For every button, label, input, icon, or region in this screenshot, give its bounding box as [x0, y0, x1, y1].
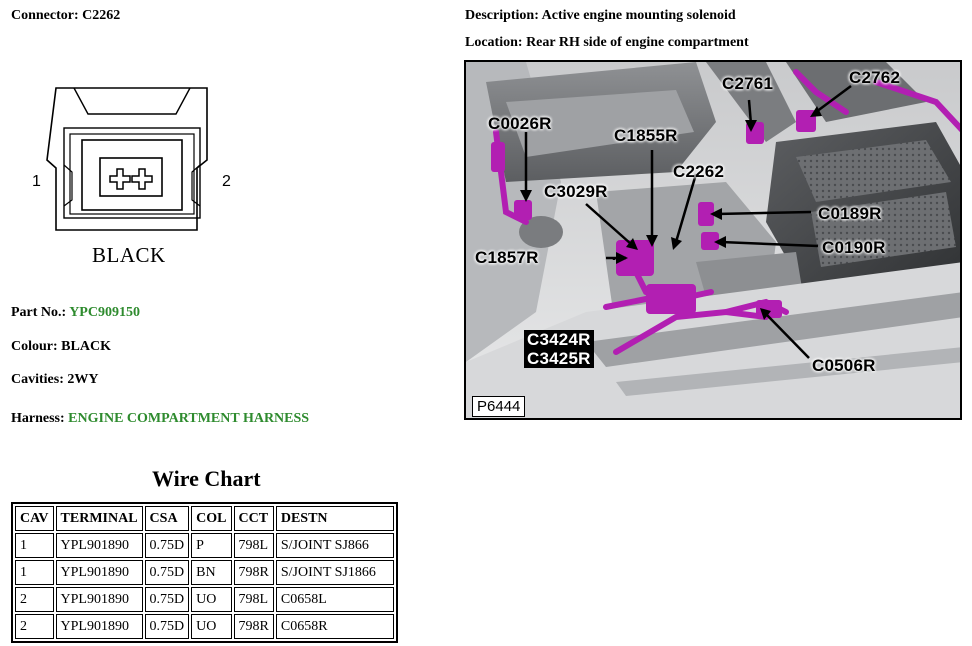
wire-chart-header-row: CAV TERMINAL CSA COL CCT DESTN — [15, 506, 394, 531]
cavities: Cavities: 2WY — [11, 372, 99, 388]
wire-chart-title: Wire Chart — [152, 466, 261, 491]
harness: Harness: ENGINE COMPARTMENT HARNESS — [11, 411, 309, 427]
cell-col: P — [191, 533, 232, 558]
location: Location: Rear RH side of engine compart… — [465, 35, 749, 51]
cavities-value: 2WY — [67, 372, 99, 387]
callout-c0189r: C0189R — [818, 204, 882, 223]
cell-csa: 0.75D — [144, 533, 190, 558]
description-label: Description: — [465, 8, 539, 23]
cell-cct: 798R — [233, 560, 274, 585]
header-csa: CSA — [144, 506, 190, 531]
callout-c2762: C2762 — [849, 68, 901, 87]
table-row: 1 YPL901890 0.75D BN 798R S/JOINT SJ1866 — [15, 560, 394, 585]
colour-label: Colour: — [11, 339, 58, 354]
location-label: Location: — [465, 35, 523, 50]
cell-csa: 0.75D — [144, 614, 190, 639]
cell-terminal: YPL901890 — [55, 614, 143, 639]
connector-face-drawing — [46, 87, 208, 231]
table-row: 2 YPL901890 0.75D UO 798L C0658L — [15, 587, 394, 612]
callout-c2761: C2761 — [722, 74, 774, 93]
header-col: COL — [191, 506, 232, 531]
connector-value: C2262 — [82, 8, 121, 23]
description-value: Active engine mounting solenoid — [541, 8, 736, 23]
cell-cav: 1 — [15, 560, 54, 585]
header-destn: DESTN — [275, 506, 394, 531]
cell-cav: 1 — [15, 533, 54, 558]
harness-link[interactable]: ENGINE COMPARTMENT HARNESS — [68, 411, 310, 426]
cell-destn: C0658R — [275, 614, 394, 639]
cell-col: UO — [191, 614, 232, 639]
photo-reference-label: P6444 — [472, 396, 526, 417]
part-link[interactable]: YPC909150 — [69, 305, 140, 320]
cell-cav: 2 — [15, 614, 54, 639]
location-value: Rear RH side of engine compartment — [526, 35, 749, 50]
header-cav: CAV — [15, 506, 54, 531]
table-row: 1 YPL901890 0.75D P 798L S/JOINT SJ866 — [15, 533, 394, 558]
cell-terminal: YPL901890 — [55, 560, 143, 585]
callout-c1855r: C1855R — [614, 126, 678, 145]
part-number: Part No.: YPC909150 — [11, 305, 140, 321]
callout-c2262: C2262 — [673, 162, 725, 181]
cell-col: BN — [191, 560, 232, 585]
header-terminal: TERMINAL — [55, 506, 143, 531]
callout-c0506r: C0506R — [812, 356, 876, 375]
cavity-2-number: 2 — [222, 173, 231, 190]
wire-chart-table: CAV TERMINAL CSA COL CCT DESTN 1 YPL9018… — [11, 502, 398, 643]
part-label: Part No.: — [11, 305, 67, 320]
location-photo: C2761 C2762 C0026R C1855R C2262 C3029R C… — [464, 60, 962, 420]
cell-cct: 798L — [233, 533, 274, 558]
cell-csa: 0.75D — [144, 587, 190, 612]
connector-label: Connector: — [11, 8, 79, 23]
description: Description: Active engine mounting sole… — [465, 8, 736, 24]
cell-cct: 798R — [233, 614, 274, 639]
callout-c3424r: C3424R — [524, 330, 594, 349]
header-cct: CCT — [233, 506, 274, 531]
cell-col: UO — [191, 587, 232, 612]
cell-csa: 0.75D — [144, 560, 190, 585]
harness-label: Harness: — [11, 411, 65, 426]
callout-c3425r: C3425R — [524, 349, 594, 368]
connector-id: Connector: C2262 — [11, 8, 120, 24]
cell-terminal: YPL901890 — [55, 587, 143, 612]
cell-terminal: YPL901890 — [55, 533, 143, 558]
callout-c0190r: C0190R — [822, 238, 886, 257]
cavity-1-number: 1 — [32, 173, 41, 190]
connector-colour-caption: BLACK — [92, 243, 166, 267]
callout-c1857r: C1857R — [475, 248, 539, 267]
colour-value: BLACK — [61, 339, 111, 354]
engine-bay-illustration — [466, 62, 960, 418]
cell-destn: S/JOINT SJ1866 — [275, 560, 394, 585]
callout-c3029r: C3029R — [544, 182, 608, 201]
cell-destn: S/JOINT SJ866 — [275, 533, 394, 558]
cell-cav: 2 — [15, 587, 54, 612]
table-row: 2 YPL901890 0.75D UO 798R C0658R — [15, 614, 394, 639]
cell-cct: 798L — [233, 587, 274, 612]
colour: Colour: BLACK — [11, 339, 111, 355]
cavities-label: Cavities: — [11, 372, 64, 387]
callout-c0026r: C0026R — [488, 114, 552, 133]
cell-destn: C0658L — [275, 587, 394, 612]
